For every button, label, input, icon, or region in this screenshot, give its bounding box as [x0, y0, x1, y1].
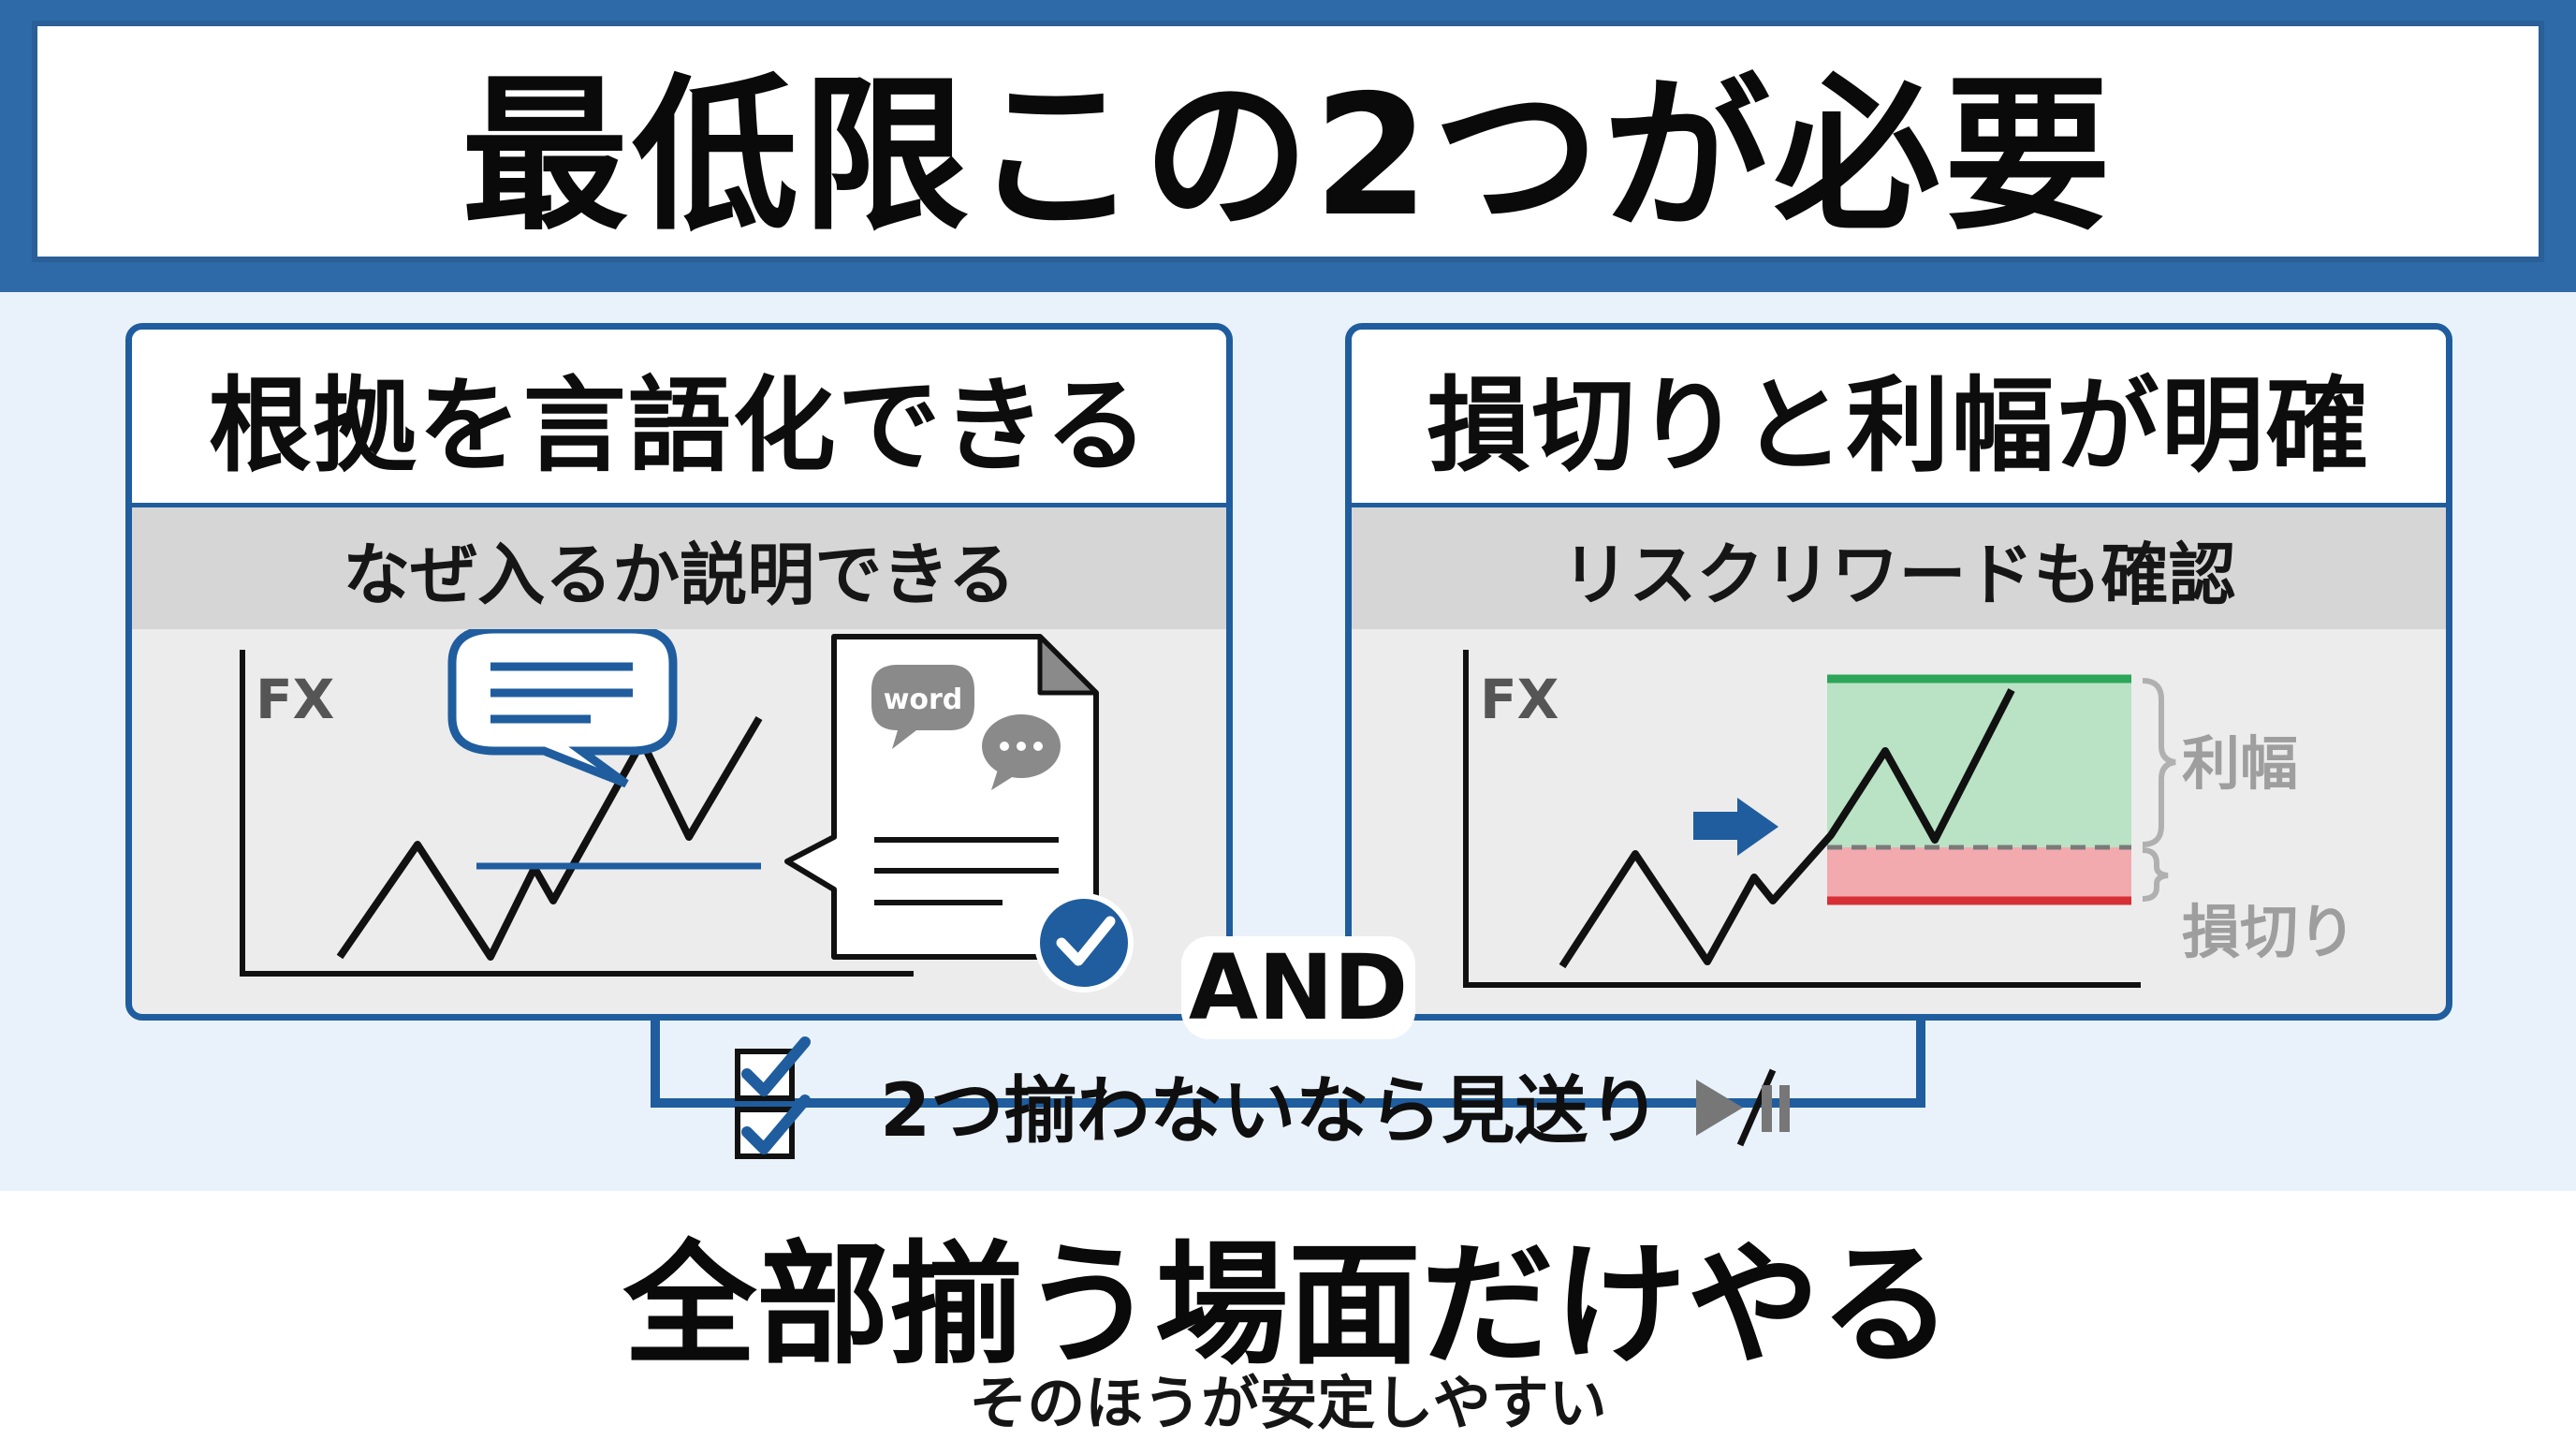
- panel-risk-subheader: リスクリワードも確認: [1352, 507, 2446, 629]
- skip-text: 2つ揃わないなら見送り: [880, 1069, 1661, 1153]
- price-line: [336, 715, 763, 961]
- panel-risk-header: 損切りと利幅が明確: [1352, 330, 2446, 507]
- chart-axes: [1463, 650, 2141, 988]
- panel-risk-subtitle: リスクリワードも確認: [1561, 535, 2236, 614]
- checklist-icon: [735, 1036, 811, 1159]
- speech-bubble-icon: [447, 629, 678, 788]
- and-label: AND: [1181, 935, 1415, 1040]
- chart-axes: [240, 650, 914, 977]
- panel-rationale: 根拠を言語化できる なぜ入るか説明できる FX wor: [125, 323, 1233, 1021]
- price-line: [1559, 688, 2015, 969]
- rationale-illustration: FX word: [240, 629, 1134, 992]
- panel-rationale-subheader: なぜ入るか説明できる: [132, 507, 1226, 629]
- panel-risk: 損切りと利幅が明確 リスクリワードも確認 FX 利幅 損切り: [1345, 323, 2452, 1021]
- footer-sub: そのほうが安定しやすい: [969, 1369, 1607, 1437]
- panel-rationale-subtitle: なぜ入るか説明できる: [343, 535, 1016, 614]
- footer-main: 全部揃う場面だけやる: [623, 1228, 1953, 1383]
- word-bubble-icon: word: [871, 665, 974, 749]
- checkmark-icon: [1034, 893, 1134, 992]
- panel-rationale-title: 根拠を言語化できる: [208, 365, 1150, 486]
- entry-arrow-icon: [1693, 798, 1778, 856]
- panel-rationale-header: 根拠を言語化できる: [132, 330, 1226, 507]
- ellipsis-bubble-icon: [982, 714, 1061, 790]
- loss-label: 損切り: [2182, 898, 2356, 966]
- risk-illustration: FX 利幅 損切り: [1463, 650, 2356, 988]
- chart-label-fx: FX: [256, 668, 334, 731]
- profit-brace-icon: [2142, 678, 2176, 847]
- loss-zone: [1827, 847, 2131, 901]
- page-title: 最低限この2つが必要: [461, 58, 2115, 253]
- chart-label-fx: FX: [1480, 668, 1559, 731]
- header-box: 最低限この2つが必要: [32, 21, 2544, 262]
- profit-label: 利幅: [2182, 729, 2298, 798]
- profit-zone: [1827, 679, 2131, 847]
- play-pause-icon: [1696, 1068, 1791, 1147]
- panel-risk-title: 損切りと利幅が明確: [1427, 365, 2371, 486]
- word-bubble-text: word: [884, 683, 963, 716]
- loss-brace-icon: [2142, 847, 2169, 902]
- skip-row: 2つ揃わないなら見送り: [730, 1035, 1872, 1175]
